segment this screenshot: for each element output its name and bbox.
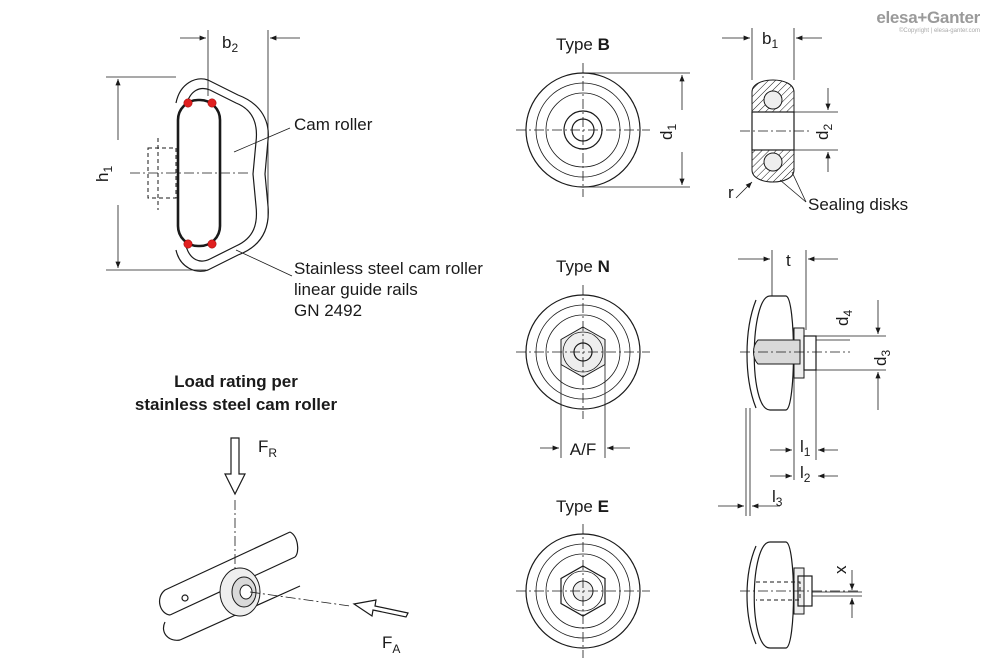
rails-callout-line2: linear guide rails	[294, 280, 418, 299]
rails-callout-line1: Stainless steel cam roller	[294, 259, 483, 278]
type-e-title: Type E	[556, 497, 609, 516]
dim-l1-label: l1	[800, 437, 811, 459]
rail-view	[106, 30, 300, 277]
type-e-front-view	[516, 524, 650, 658]
dim-l3-label: l3	[772, 487, 783, 509]
type-n-title: Type N	[556, 257, 610, 276]
contact-point	[183, 98, 193, 108]
dim-r-label: r	[728, 183, 734, 202]
copyright-note: ©Copyright | elesa-ganter.com	[898, 28, 980, 34]
rail-profile	[175, 78, 269, 272]
type-b-section-view	[722, 28, 838, 203]
contact-point	[207, 98, 217, 108]
load-rating-title-line1: Load rating per	[174, 372, 298, 391]
dim-d3-label: d3	[871, 350, 893, 366]
dim-d4-label: d4	[833, 310, 855, 326]
force-axial-label: FA	[382, 633, 400, 656]
dim-b2-label: b2	[222, 33, 238, 55]
dim-b1-label: b1	[762, 29, 778, 51]
type-b-front-view	[516, 63, 690, 197]
dim-h1-label: h1	[93, 166, 115, 182]
brand-logo: elesa+Ganter ©Copyright | elesa-ganter.c…	[876, 8, 980, 34]
dim-x-label: x	[831, 565, 850, 574]
rails-callout-line3: GN 2492	[294, 301, 362, 320]
dim-l2-label: l2	[800, 463, 811, 485]
rails-leader	[235, 249, 293, 277]
type-e-side-view	[740, 541, 862, 649]
contact-point	[207, 239, 217, 249]
brand-name: elesa+Ganter	[876, 8, 980, 27]
dim-d2-label: d2	[813, 124, 835, 140]
dim-t-label: t	[786, 251, 791, 270]
type-b-title: Type B	[556, 35, 610, 54]
sealing-disks-callout: Sealing disks	[808, 195, 908, 214]
dim-d1-label: d1	[657, 124, 679, 140]
dim-af-label: A/F	[570, 440, 596, 459]
radial-force-arrow	[224, 437, 246, 496]
cam-roller-leader	[233, 127, 291, 153]
cam-roller-callout: Cam roller	[294, 115, 373, 134]
axial-force-arrow	[352, 599, 409, 618]
load-rating-sketch	[158, 437, 409, 641]
force-radial-label: FR	[258, 437, 277, 460]
load-rating-title-line2: stainless steel cam roller	[135, 395, 338, 414]
type-n-front-view	[516, 285, 650, 458]
contact-point	[183, 239, 193, 249]
type-n-side-view	[718, 250, 886, 516]
